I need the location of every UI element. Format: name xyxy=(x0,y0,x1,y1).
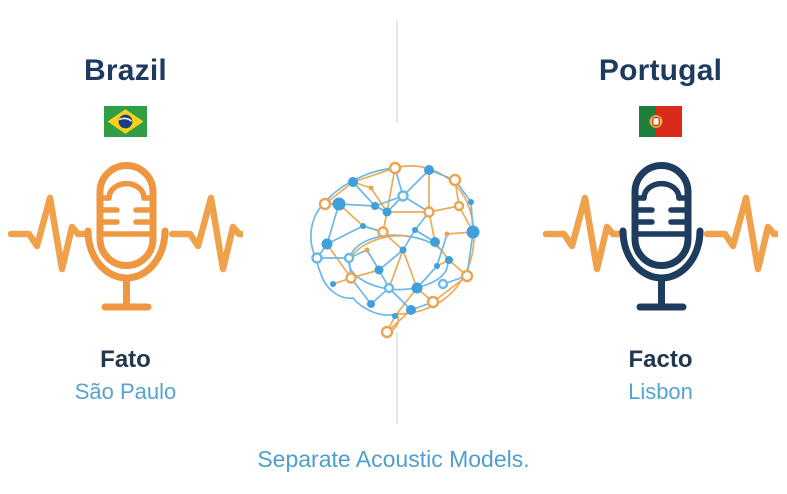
brain-nodes-open-orange xyxy=(318,161,474,339)
brain-edges-blue xyxy=(316,167,474,311)
center-divider-top xyxy=(396,20,398,123)
country-title-portugal: Portugal xyxy=(598,54,723,87)
portugal-flag-icon xyxy=(639,106,682,137)
caption-text: Separate Acoustic Models. xyxy=(257,446,530,472)
center-divider-bottom xyxy=(396,332,398,424)
brain-nodes-small-orange xyxy=(364,185,450,253)
brain-neural-network-icon xyxy=(283,142,493,342)
microphone-waveform-icon-brazil xyxy=(7,157,245,317)
microphone-waveform-icon-portugal xyxy=(542,157,780,317)
waveform-right-icon xyxy=(703,194,780,273)
waveform-right-icon xyxy=(168,194,245,273)
brain-nodes-filled-blue xyxy=(321,165,480,315)
panel-portugal: Portugal xyxy=(542,0,780,494)
waveform-left-icon xyxy=(7,194,88,273)
brain-nodes-small-blue xyxy=(330,199,474,319)
microphone-icon xyxy=(619,162,704,311)
term-label-facto: Facto xyxy=(628,346,693,373)
city-label-lisbon: Lisbon xyxy=(628,379,693,404)
brazil-flag-icon xyxy=(104,106,147,137)
city-label-sao-paulo: São Paulo xyxy=(74,379,177,404)
waveform-left-icon xyxy=(542,194,623,273)
microphone-icon xyxy=(84,162,169,311)
term-label-fato: Fato xyxy=(100,346,151,373)
brain-nodes-open-blue xyxy=(311,190,449,294)
panel-brazil: Brazil xyxy=(7,0,245,494)
country-title-brazil: Brazil xyxy=(84,54,167,87)
